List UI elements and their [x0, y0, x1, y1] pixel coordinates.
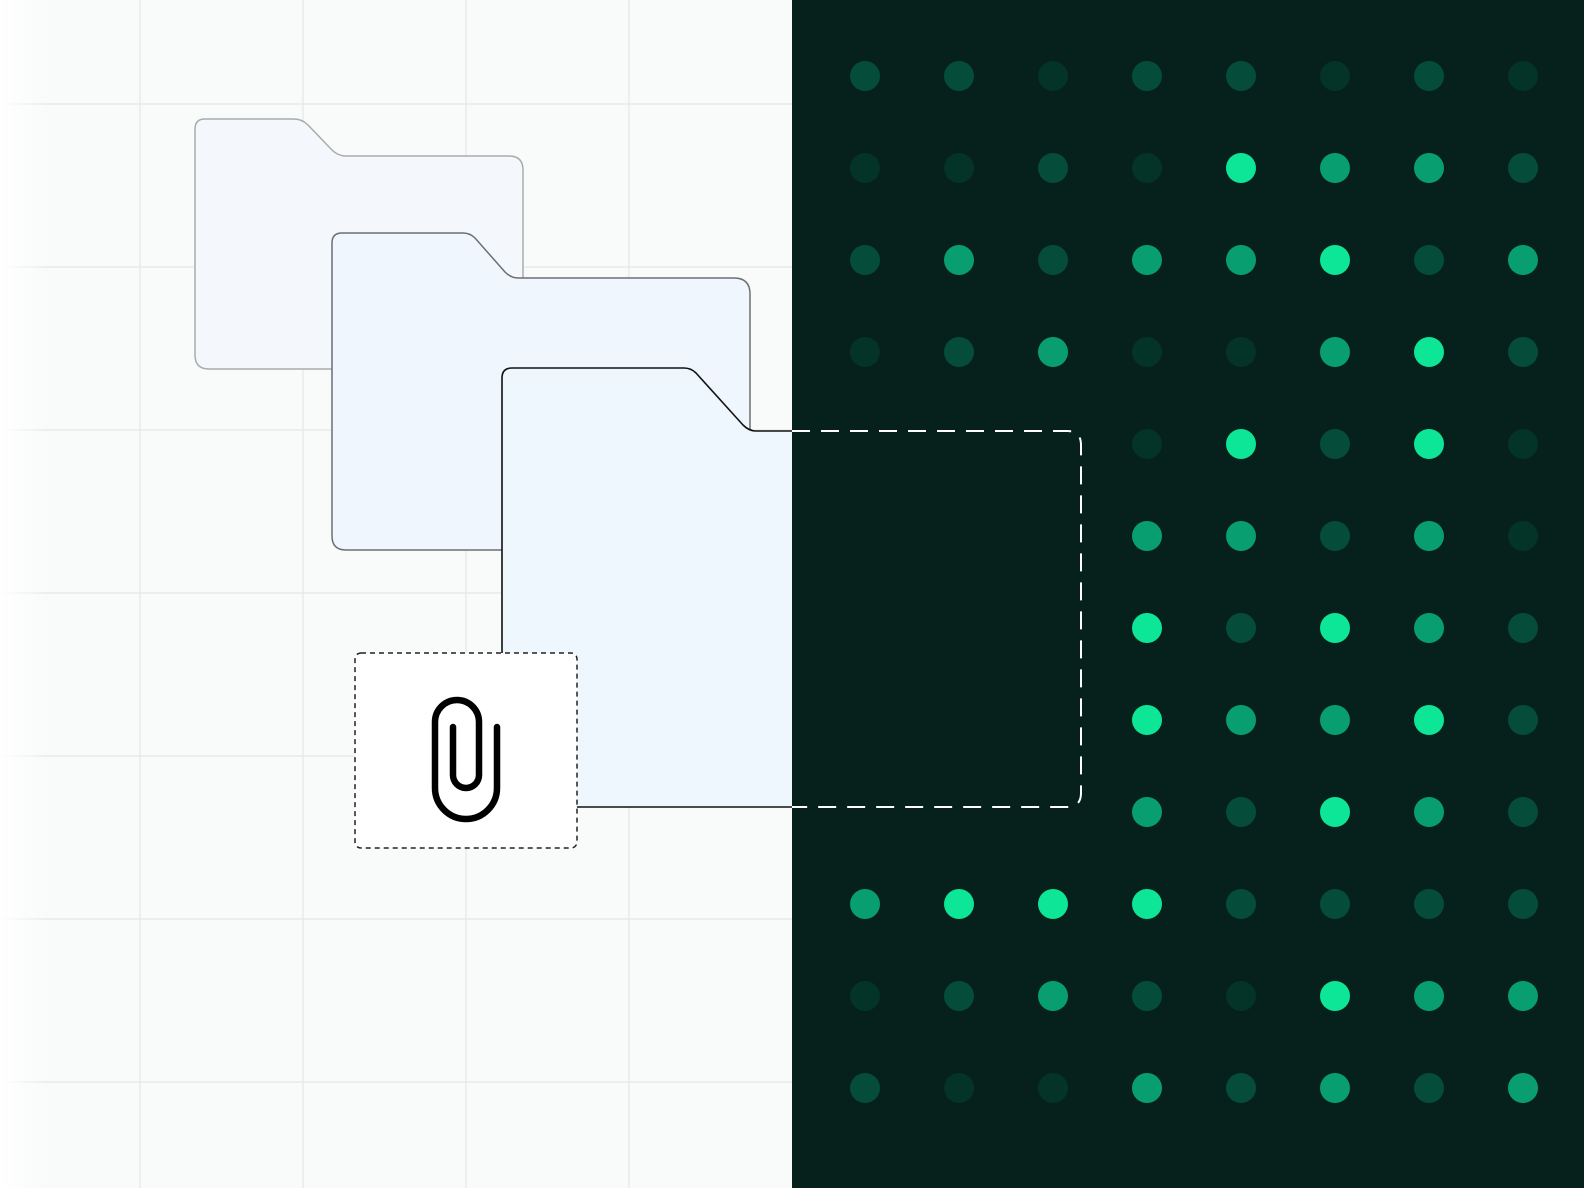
matrix-dot	[1508, 889, 1538, 919]
matrix-dot	[1320, 521, 1350, 551]
matrix-dot	[1508, 521, 1538, 551]
matrix-dot	[1320, 429, 1350, 459]
matrix-dot	[1414, 889, 1444, 919]
matrix-dot	[1038, 153, 1068, 183]
matrix-dot	[1038, 245, 1068, 275]
dark-background	[792, 0, 1584, 1188]
matrix-dot	[1132, 521, 1162, 551]
matrix-dot	[850, 245, 880, 275]
matrix-dot	[1132, 889, 1162, 919]
matrix-dot	[850, 981, 880, 1011]
matrix-dot	[1508, 153, 1538, 183]
matrix-dot	[1132, 153, 1162, 183]
matrix-dot	[850, 153, 880, 183]
matrix-dot	[1414, 797, 1444, 827]
matrix-dot	[1414, 61, 1444, 91]
matrix-dot	[1508, 61, 1538, 91]
matrix-dot	[944, 245, 974, 275]
attachment-card-box	[354, 652, 578, 849]
matrix-dot	[944, 153, 974, 183]
matrix-dot	[850, 61, 880, 91]
matrix-dot	[1038, 1073, 1068, 1103]
matrix-dot	[1038, 981, 1068, 1011]
matrix-dot	[1508, 1073, 1538, 1103]
matrix-dot	[1226, 337, 1256, 367]
matrix-dot	[1132, 61, 1162, 91]
matrix-dot	[1320, 613, 1350, 643]
matrix-dot	[944, 1073, 974, 1103]
matrix-dot	[1038, 889, 1068, 919]
matrix-dot	[1226, 429, 1256, 459]
matrix-dot	[1320, 1073, 1350, 1103]
matrix-dot	[1320, 153, 1350, 183]
matrix-dot	[944, 981, 974, 1011]
matrix-dot	[850, 1073, 880, 1103]
matrix-dot	[1414, 981, 1444, 1011]
matrix-dot	[944, 337, 974, 367]
matrix-dot	[1132, 1073, 1162, 1103]
paperclip-icon	[431, 696, 501, 823]
matrix-dot	[1226, 153, 1256, 183]
matrix-dot	[1038, 337, 1068, 367]
folder-front-dashed-outline	[792, 430, 1082, 808]
matrix-dot	[1226, 797, 1256, 827]
matrix-dot	[1320, 245, 1350, 275]
matrix-dot	[944, 889, 974, 919]
matrix-dot	[1132, 245, 1162, 275]
matrix-dot	[1508, 705, 1538, 735]
matrix-dot	[1320, 797, 1350, 827]
attachment-card[interactable]	[354, 652, 578, 849]
matrix-dot	[1226, 981, 1256, 1011]
matrix-dot	[1132, 797, 1162, 827]
matrix-dot	[1132, 981, 1162, 1011]
matrix-dot	[1414, 613, 1444, 643]
matrix-dot	[1320, 337, 1350, 367]
matrix-dot	[1414, 705, 1444, 735]
matrix-dot	[1226, 613, 1256, 643]
matrix-dot	[1414, 337, 1444, 367]
matrix-dot	[1226, 1073, 1256, 1103]
matrix-dot	[1132, 337, 1162, 367]
matrix-dot	[1320, 61, 1350, 91]
matrix-dot	[1226, 61, 1256, 91]
matrix-dot	[1508, 245, 1538, 275]
matrix-dot	[1226, 521, 1256, 551]
matrix-dot	[1226, 245, 1256, 275]
dot-matrix	[850, 61, 1538, 1103]
matrix-dot	[1226, 889, 1256, 919]
matrix-dot	[1132, 429, 1162, 459]
matrix-dot	[1414, 521, 1444, 551]
matrix-dot	[1320, 889, 1350, 919]
matrix-dot	[1038, 61, 1068, 91]
matrix-dot	[944, 61, 974, 91]
matrix-dot	[1508, 337, 1538, 367]
matrix-dot	[1320, 981, 1350, 1011]
matrix-dot	[850, 889, 880, 919]
matrix-dot	[1414, 1073, 1444, 1103]
matrix-dot	[1508, 429, 1538, 459]
matrix-dot	[1226, 705, 1256, 735]
matrix-dot	[1508, 613, 1538, 643]
matrix-dot	[1508, 981, 1538, 1011]
matrix-dot	[1414, 245, 1444, 275]
matrix-dot	[1508, 797, 1538, 827]
matrix-dot	[1132, 613, 1162, 643]
matrix-dot	[1414, 153, 1444, 183]
matrix-dot	[1132, 705, 1162, 735]
matrix-dot	[1320, 705, 1350, 735]
matrix-dot	[1414, 429, 1444, 459]
matrix-dot	[850, 337, 880, 367]
